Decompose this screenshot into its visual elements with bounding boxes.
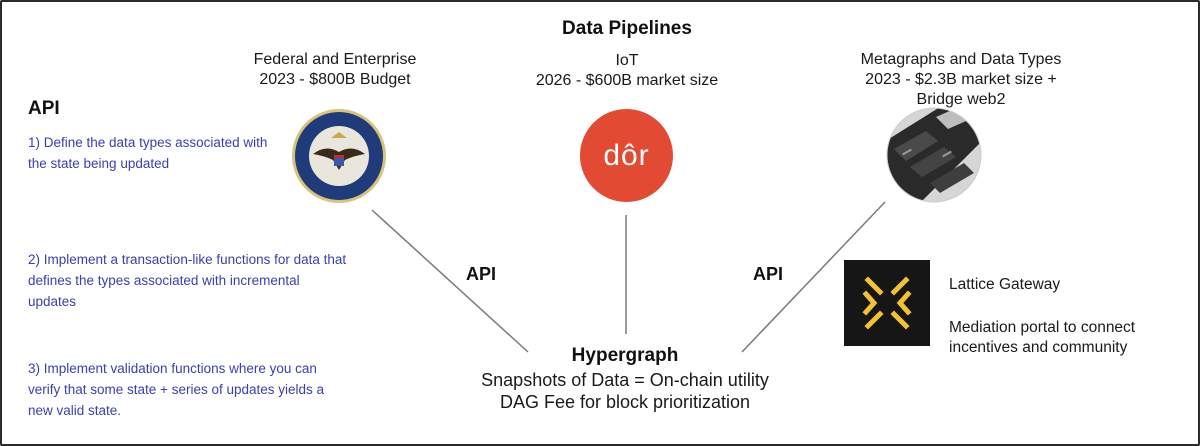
dor-logo: dôr [580, 109, 673, 202]
api-step-1: 1) Define the data types associated with… [28, 135, 268, 171]
api-label-right: API [753, 264, 784, 284]
api-step-2: 2) Implement a transaction-like function… [28, 252, 347, 309]
keyboard-photo-icon [886, 107, 982, 203]
lattice-x-logo-icon [844, 260, 930, 346]
api-step-3: 3) Implement validation functions where … [28, 361, 325, 418]
diagram-title: Data Pipelines [562, 18, 692, 39]
gateway-desc-line-2: incentives and community [949, 339, 1128, 356]
metagraphs-line-2: 2023 - $2.3B market size + [865, 71, 1057, 88]
iot-line-1: IoT [615, 52, 639, 69]
metagraphs-line-3: Bridge web2 [916, 91, 1006, 108]
connector-right [741, 201, 886, 353]
hypergraph-line-2: DAG Fee for block prioritization [499, 392, 751, 412]
gateway-desc-line-1: Mediation portal to connect [949, 319, 1136, 336]
api-heading: API [28, 98, 60, 119]
iot-label: IoT 2026 - $600B market size [500, 51, 754, 91]
connector-left [371, 209, 529, 353]
hypergraph-line-1: Snapshots of Data = On-chain utility [481, 370, 769, 390]
gateway-description: Mediation portal to connect incentives a… [949, 318, 1200, 358]
iot-line-2: 2026 - $600B market size [535, 72, 719, 89]
gateway-name: Lattice Gateway [949, 276, 1061, 293]
department-of-defense-seal-icon [292, 109, 386, 203]
dor-logo-text: dôr [603, 138, 650, 172]
federal-line-2: 2023 - $800B Budget [259, 71, 411, 88]
federal-label: Federal and Enterprise 2023 - $800B Budg… [225, 50, 445, 90]
api-label-left: API [466, 264, 497, 284]
hypergraph-block: Hypergraph Snapshots of Data = On-chain … [420, 345, 830, 413]
metagraphs-line-1: Metagraphs and Data Types [860, 51, 1062, 68]
federal-line-1: Federal and Enterprise [253, 51, 417, 68]
hypergraph-title: Hypergraph [571, 345, 679, 366]
metagraphs-label: Metagraphs and Data Types 2023 - $2.3B m… [846, 50, 1076, 110]
